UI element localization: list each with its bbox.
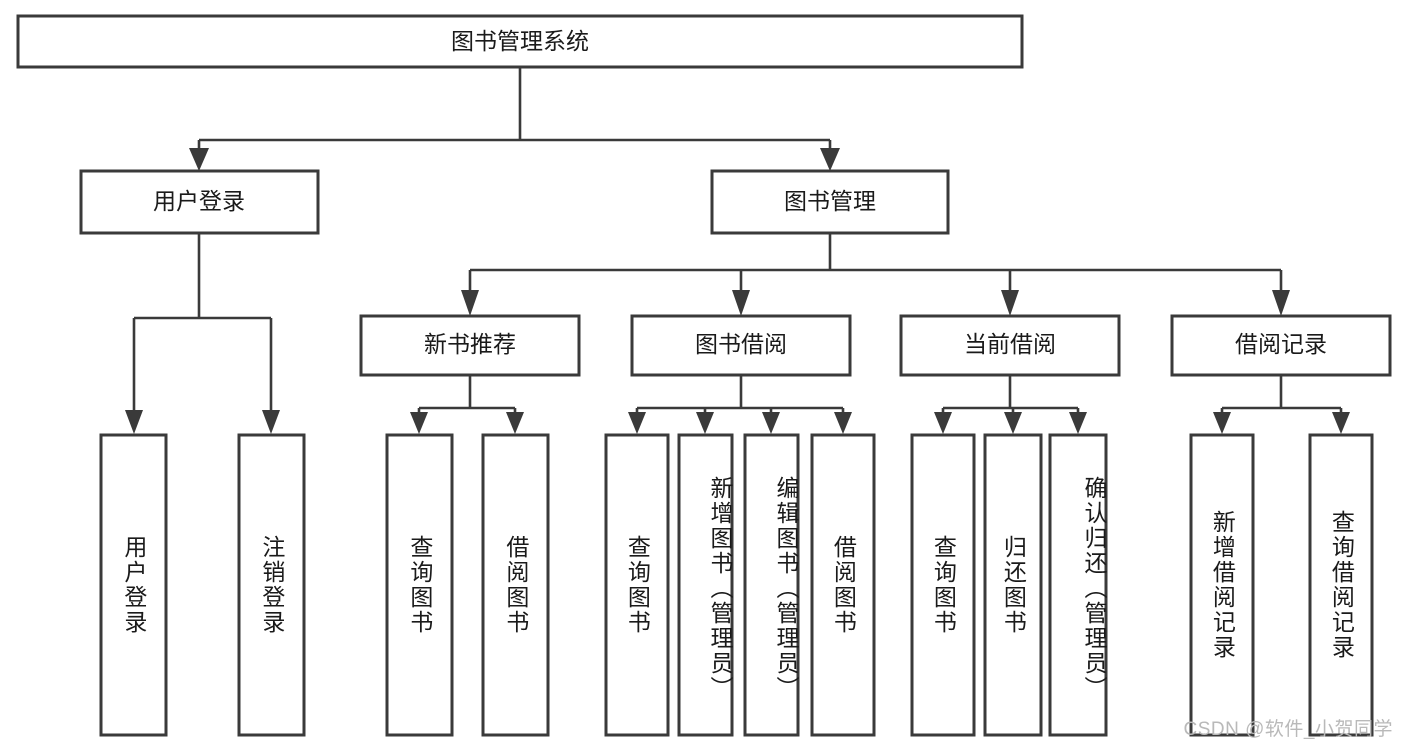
arrowhead-to-borrow-record <box>1272 290 1290 316</box>
arrowhead-to-current-borrow <box>1001 290 1019 316</box>
leaf-box-query-book-rec[interactable] <box>385 433 454 737</box>
arrowhead-to-user-login <box>189 148 209 171</box>
arrowhead-newbook-leaf-1 <box>410 412 428 434</box>
leaf-box-confirm-return-admin[interactable] <box>1048 433 1108 737</box>
csdn-watermark: CSDN @软件_小贺同学 <box>1183 719 1393 740</box>
node-book-management-box[interactable] <box>710 169 950 235</box>
arrowhead-borrow-leaf-1 <box>628 412 646 434</box>
leaf-box-query-book-borrow[interactable] <box>604 433 670 737</box>
node-book-management-label: 图书管理 <box>784 188 876 214</box>
node-user-login-label: 用户登录 <box>153 188 245 214</box>
arrowhead-to-new-book-rec <box>461 290 479 316</box>
node-borrow-record-box[interactable] <box>1170 314 1392 377</box>
node-new-book-recommend-label: 新书推荐 <box>424 331 516 357</box>
node-current-borrow-box[interactable] <box>899 314 1121 377</box>
leaf-box-add-book-admin[interactable] <box>677 433 734 737</box>
leaf-box-user-login[interactable] <box>99 433 168 737</box>
arrowhead-leaf-logout <box>262 410 280 434</box>
leaf-box-query-borrow-record[interactable] <box>1308 433 1374 737</box>
arrowhead-current-leaf-2 <box>1004 412 1022 434</box>
node-borrow-record-label: 借阅记录 <box>1235 331 1327 357</box>
connector-group <box>125 67 1350 434</box>
node-box-group: 图书管理系统 用户登录 图书管理 新书推荐 图书借阅 当前借阅 借阅记录 <box>16 14 1392 737</box>
arrowhead-current-leaf-1 <box>934 412 952 434</box>
arrowhead-borrow-leaf-2 <box>696 412 714 434</box>
leaf-box-add-borrow-record[interactable] <box>1189 433 1255 737</box>
node-current-borrow-label: 当前借阅 <box>964 331 1056 357</box>
leaf-box-borrow-book[interactable] <box>810 433 876 737</box>
arrowhead-to-book-borrow <box>732 290 750 316</box>
arrowhead-leaf-user-login <box>125 410 143 434</box>
node-book-borrow-box[interactable] <box>630 314 852 377</box>
node-root-label: 图书管理系统 <box>451 28 589 54</box>
node-new-book-recommend-box[interactable] <box>359 314 581 377</box>
leaf-box-logout[interactable] <box>237 433 306 737</box>
leaf-box-borrow-book-rec[interactable] <box>481 433 550 737</box>
node-root-box[interactable] <box>16 14 1024 69</box>
leaf-box-return-book[interactable] <box>983 433 1043 737</box>
arrowhead-newbook-leaf-2 <box>506 412 524 434</box>
arrowhead-record-leaf-1 <box>1213 412 1231 434</box>
arrowhead-to-book-mgmt <box>820 148 840 171</box>
leaf-box-edit-book-admin[interactable] <box>743 433 800 737</box>
arrowhead-borrow-leaf-3 <box>762 412 780 434</box>
arrowhead-current-leaf-3 <box>1069 412 1087 434</box>
node-book-borrow-label: 图书借阅 <box>695 331 787 357</box>
arrowhead-record-leaf-2 <box>1332 412 1350 434</box>
leaf-box-query-book-current[interactable] <box>910 433 976 737</box>
arrowhead-borrow-leaf-4 <box>834 412 852 434</box>
node-user-login-box[interactable] <box>79 169 320 235</box>
